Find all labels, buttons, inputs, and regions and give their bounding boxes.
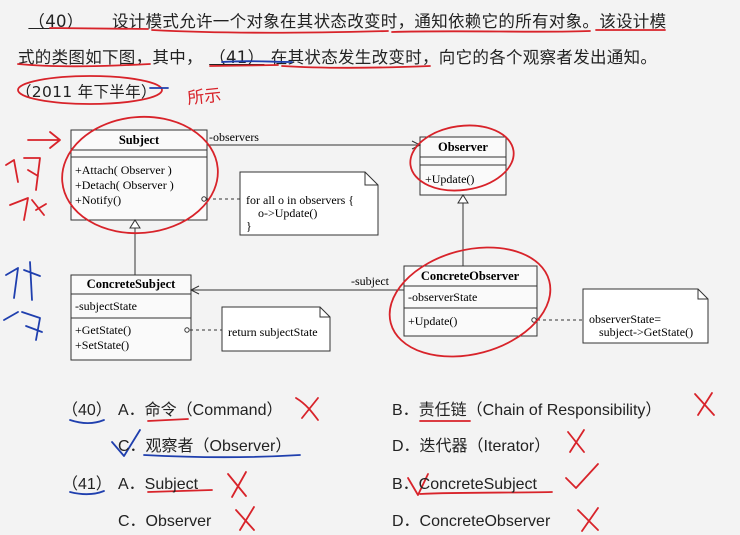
q41-option-d[interactable]: D．ConcreteObserver [392, 513, 551, 530]
note-update [582, 288, 709, 344]
red-tick-41B [565, 463, 599, 489]
concrete-observer-attr: -observerState [408, 290, 477, 304]
concrete-subject-class-name: ConcreteSubject [87, 277, 176, 291]
subject-class-name: Subject [119, 133, 160, 147]
q40-option-c[interactable]: C．观察者（Observer） [118, 438, 292, 455]
red-oval-concrete-observer [388, 246, 552, 358]
subject-op: +Attach( Observer ) [75, 163, 172, 177]
q41-option-a[interactable]: A．Subject [118, 476, 199, 493]
blue-underline-blank41 [221, 60, 293, 63]
red-tick-41B-letter [407, 473, 429, 496]
red-underline-41A [147, 489, 213, 493]
observers-role-label: -observers [209, 130, 259, 144]
observer-op: +Update() [425, 172, 474, 186]
red-underline-41B [419, 491, 553, 495]
note-update-line: subject->GetState() [599, 325, 693, 339]
red-underline-40A [147, 418, 189, 422]
concrete-subject-attr: -subjectState [75, 299, 137, 313]
red-cross-41D [577, 507, 599, 532]
q40-option-b[interactable]: B．责任链（Chain of Responsibility） [392, 402, 662, 419]
subject-op: +Notify() [75, 193, 121, 207]
q41-number: （41） [62, 476, 112, 493]
observer-class-box [419, 136, 507, 196]
note-notify-line: for all o in observers { [246, 193, 354, 207]
red-cross-41C [235, 506, 255, 531]
concrete-subject-op: +GetState() [75, 323, 131, 337]
note-update-line: observerState= [589, 312, 661, 326]
observer-generalization-arrow [457, 194, 469, 204]
concrete-observer-class-box [403, 265, 538, 337]
q40-number: （40） [62, 402, 112, 419]
note-notify-line: } [246, 219, 252, 233]
red-underline-row2-b [281, 65, 431, 69]
red-handwritten-note: 所示 [186, 86, 222, 109]
concrete-observer-op: +Update() [408, 314, 457, 328]
note-getstate-text: return subjectState [228, 325, 318, 339]
red-oval-subject [61, 115, 219, 235]
red-underline-row1-a [151, 29, 389, 34]
red-cross-40D [567, 429, 585, 453]
concrete-observer-class-name: ConcreteObserver [421, 269, 520, 283]
subject-role-label: -subject [351, 274, 390, 288]
red-oval-source [17, 75, 163, 105]
subject-op: +Detach( Observer ) [75, 178, 174, 192]
blue-underline-40C [143, 454, 301, 459]
red-underline-blank40 [49, 27, 149, 30]
note-notify [239, 171, 379, 236]
question-line-2: 式的类图如下图，其中，（41）在其状态发生改变时，向它的各个观察者发出通知。 [18, 44, 657, 68]
q41-option-c[interactable]: C．Observer [118, 513, 212, 530]
note-notify-line: o->Update() [258, 206, 317, 220]
question-line-1: （40） 设计模式允许一个对象在其状态改变时，通知依赖它的所有对象。该设计模 [0, 8, 666, 32]
question-source: （2011 年下半年） [16, 83, 157, 101]
blue-underline-q41 [69, 490, 105, 496]
red-oval-observer [409, 124, 515, 192]
red-underline-row1-b [391, 30, 591, 33]
blue-underline-q40 [69, 419, 105, 424]
subject-class-box [70, 129, 208, 221]
observer-class-name: Observer [438, 140, 488, 154]
blank-40: （40） [28, 12, 84, 31]
blue-tick-40C [111, 429, 141, 457]
red-cross-41A [227, 471, 247, 498]
red-handwriting-left [5, 157, 47, 221]
question-text-2-end: 在其状态发生改变时，向它的各个观察者发出通知。 [270, 48, 658, 67]
concrete-subject-op: +SetState() [75, 338, 129, 352]
blue-handwriting-left [3, 261, 43, 341]
red-cross-40B [694, 392, 715, 416]
note-getstate [221, 306, 331, 352]
red-underline-row2-a [17, 63, 151, 68]
subject-generalization-arrow [129, 219, 141, 229]
red-cross-40A [295, 397, 319, 421]
q40-option-d[interactable]: D．迭代器（Iterator） [392, 438, 551, 455]
red-arrow-subject [27, 131, 61, 149]
question-text-1: 设计模式允许一个对象在其状态改变时，通知依赖它的所有对象。该设计模 [112, 12, 667, 31]
question-text-2-start: 式的类图如下图，其中， [18, 48, 203, 67]
q41-option-b[interactable]: B．ConcreteSubject [392, 476, 537, 493]
q40-option-a[interactable]: A．命令（Command） [118, 402, 283, 419]
red-underline-blank41 [209, 64, 279, 67]
